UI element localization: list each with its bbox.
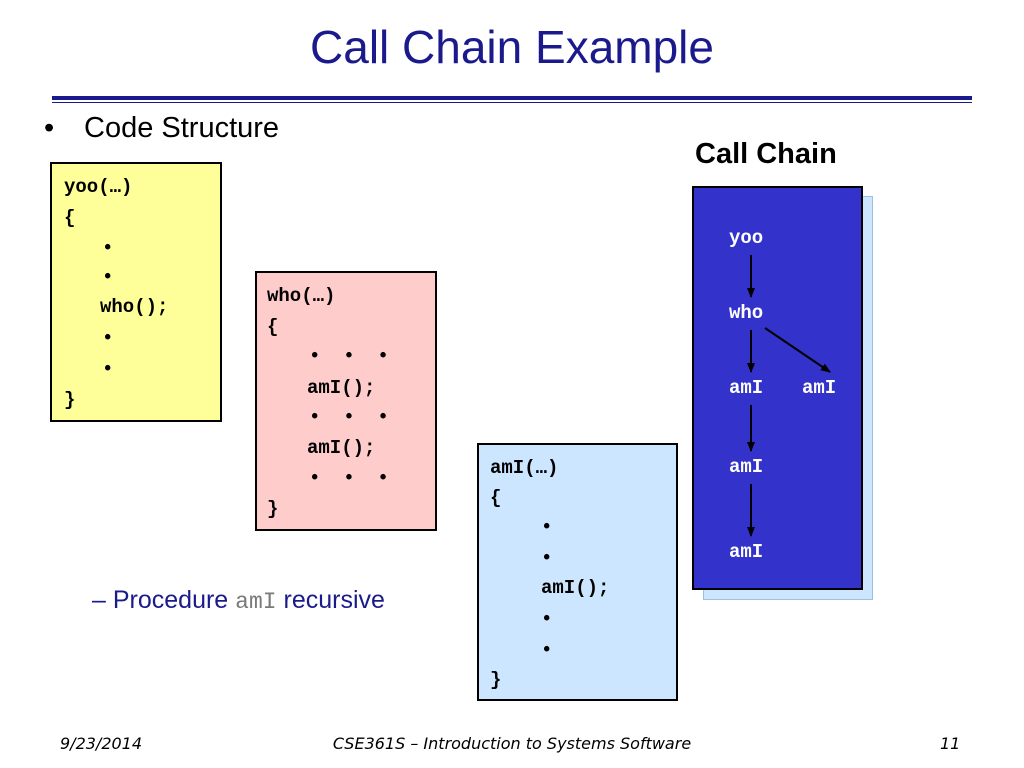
slide-title: Call Chain Example <box>310 21 714 73</box>
code-line: • <box>102 358 114 380</box>
code-line: • <box>541 516 553 538</box>
code-line: • <box>541 639 553 661</box>
sub-bullet-prefix: Procedure <box>112 586 229 614</box>
code-line: } <box>267 498 279 520</box>
footer-course: CSE361S – Introduction to Systems Softwa… <box>332 734 692 753</box>
code-line: • • • <box>309 345 389 367</box>
code-line: who(…) <box>267 285 336 307</box>
footer-page-number: 11 <box>940 734 961 753</box>
bullet-text: Code Structure <box>84 112 280 144</box>
call-chain-node-ami: amI <box>802 377 836 399</box>
sub-bullet-recursive: – Procedure amI recursive <box>92 586 385 615</box>
code-box-ami: amI(…) { • • amI(); • • } <box>477 443 678 701</box>
call-chain-node-ami: amI <box>729 541 763 563</box>
code-line: • <box>541 547 553 569</box>
code-line: amI(); <box>307 377 376 399</box>
call-chain-panel: yoo who amI amI amI amI <box>692 186 863 590</box>
title-divider-thin <box>52 102 972 103</box>
call-chain-arrow <box>764 327 831 373</box>
call-chain-node-ami: amI <box>729 377 763 399</box>
footer-date: 9/23/2014 <box>60 734 143 753</box>
code-box-yoo: yoo(…) { • • who(); • • } <box>50 162 222 422</box>
call-chain-label: Call Chain <box>695 138 837 170</box>
call-chain-node-ami: amI <box>729 456 763 478</box>
code-line: • <box>541 608 553 630</box>
code-line: • <box>102 266 114 288</box>
code-line: amI(); <box>307 437 376 459</box>
code-line: • • • <box>309 406 389 428</box>
code-line: { <box>64 207 76 229</box>
call-chain-node-yoo: yoo <box>729 227 763 249</box>
code-line: who(); <box>100 296 169 318</box>
sub-bullet-suffix: recursive <box>283 586 385 614</box>
sub-bullet-dash: – <box>92 586 106 614</box>
bullet-code-structure: • Code Structure <box>44 112 279 145</box>
code-line: } <box>490 669 502 691</box>
sub-bullet-code: amI <box>235 589 277 615</box>
code-line: • • • <box>309 467 389 489</box>
code-line: • <box>102 237 114 259</box>
code-box-who: who(…) { • • • amI(); • • • amI(); • • •… <box>255 271 437 531</box>
code-line: yoo(…) <box>64 176 133 198</box>
call-chain-node-who: who <box>729 302 763 324</box>
code-line: { <box>267 316 279 338</box>
call-chain-graph: yoo who amI amI amI amI <box>729 227 836 563</box>
bullet-mark: • <box>44 112 55 144</box>
code-line: • <box>102 327 114 349</box>
code-line: { <box>490 487 502 509</box>
code-line: amI(…) <box>490 457 559 479</box>
code-line: amI(); <box>541 577 610 599</box>
code-line: } <box>64 389 76 411</box>
title-divider-thick <box>52 96 972 100</box>
